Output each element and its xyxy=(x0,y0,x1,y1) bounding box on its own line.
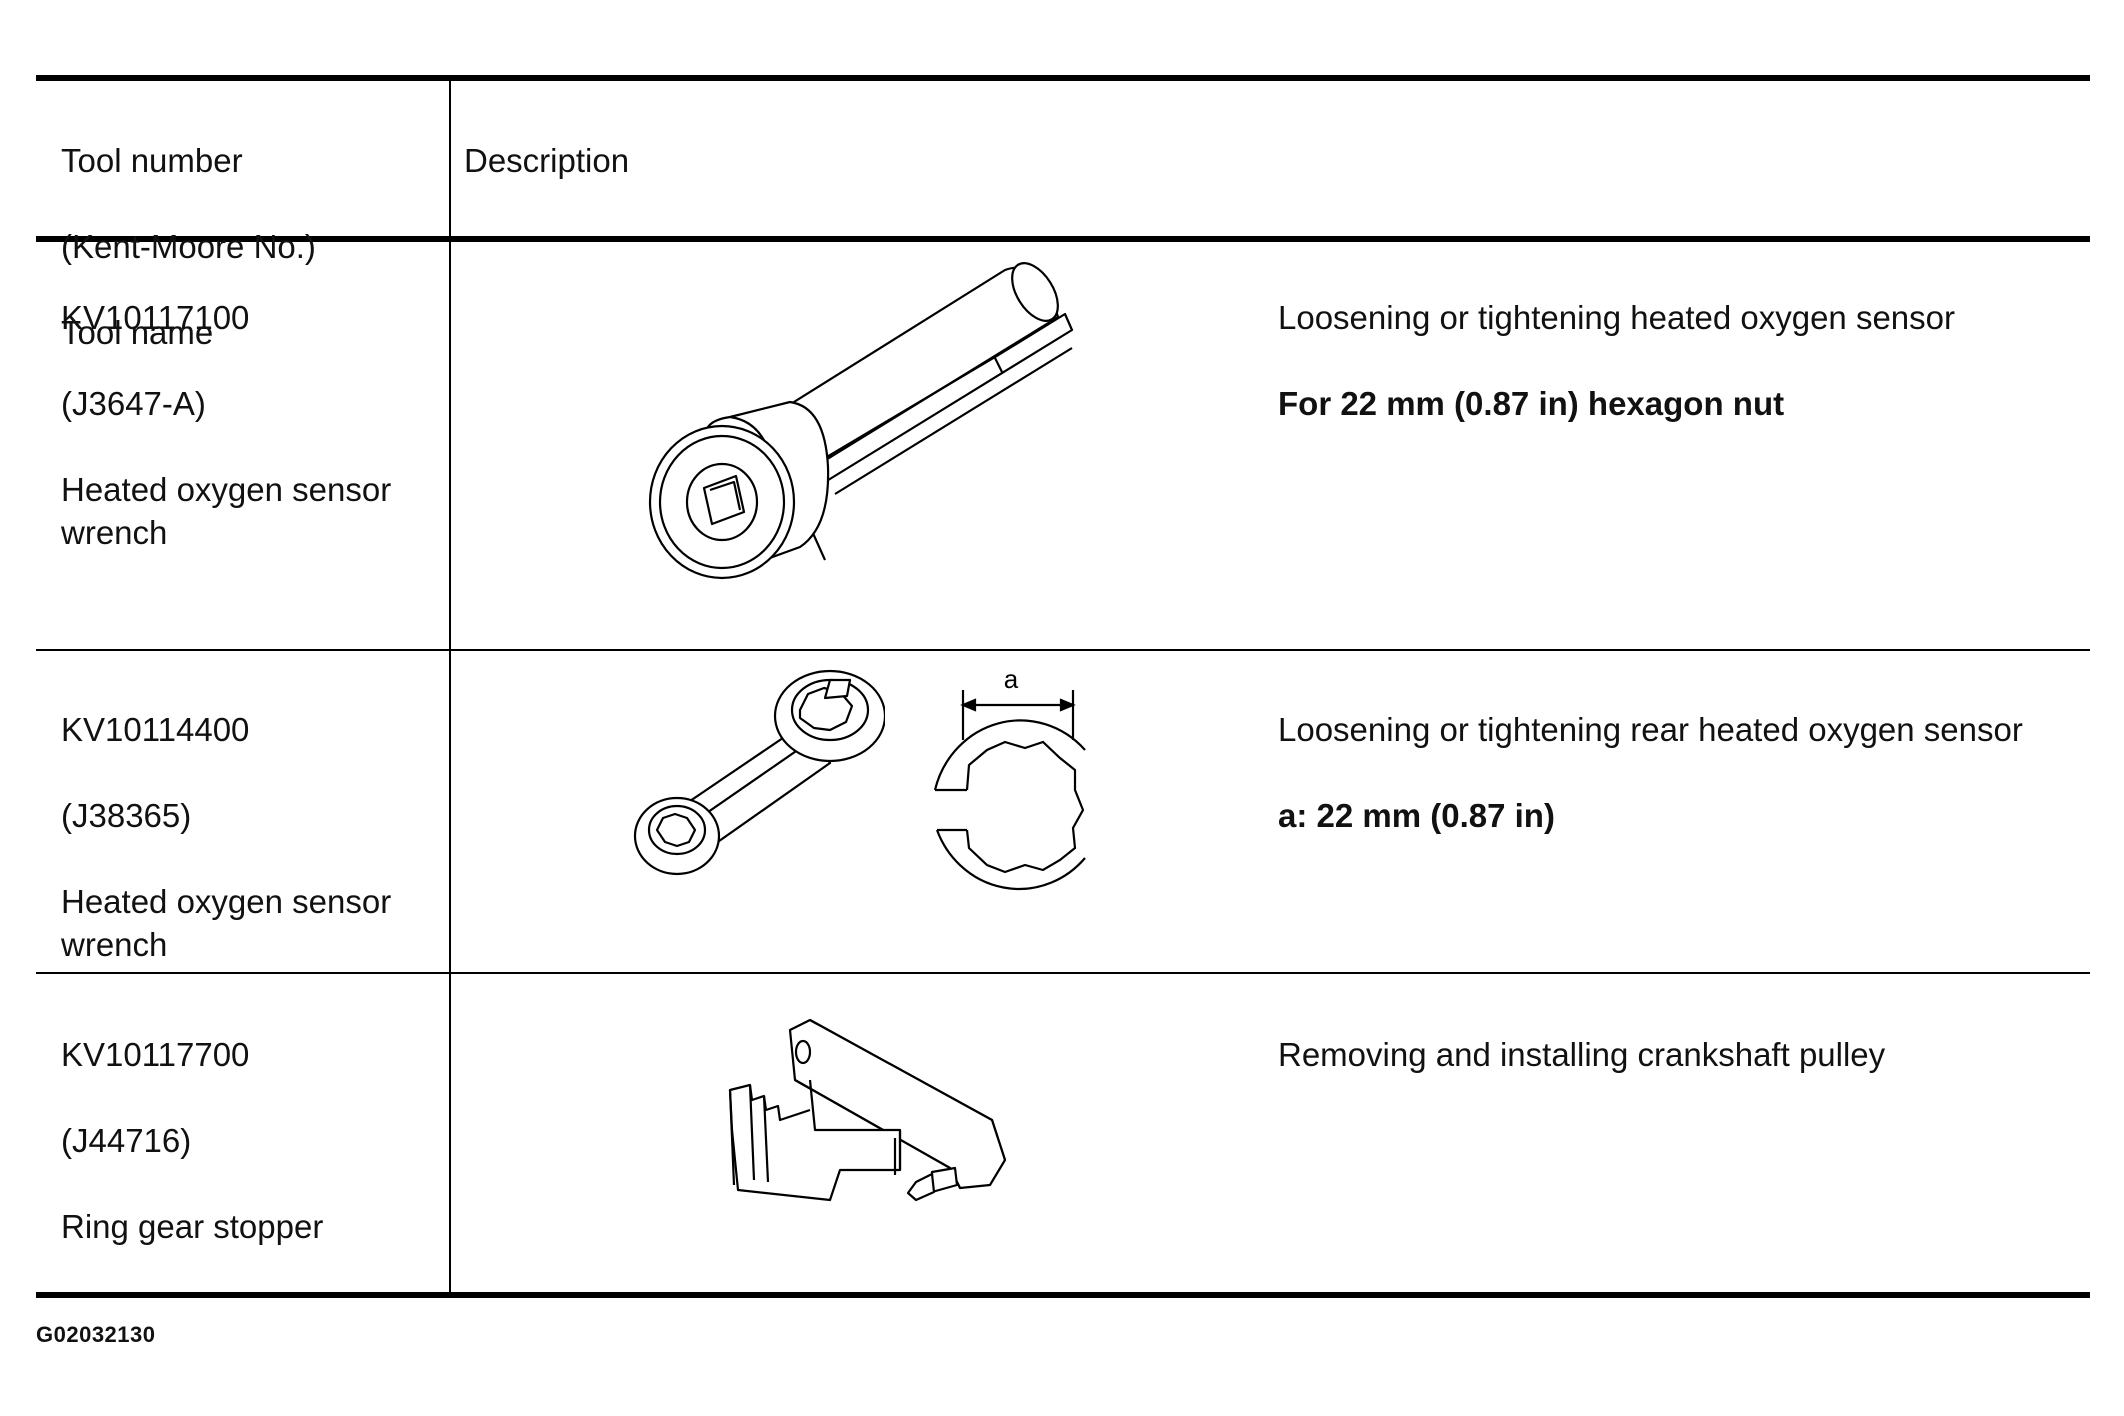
row-divider-1 xyxy=(36,649,2090,651)
header-tool-column: Tool number (Kent-Moore No.) Tool name xyxy=(61,96,441,397)
ring-gear-stopper-icon xyxy=(720,1010,1010,1220)
row-2-description-cell: Loosening or tightening rear heated oxyg… xyxy=(1278,665,2078,880)
twelve-point-opening-diagram: a xyxy=(925,670,1095,910)
figure-code: G02032130 xyxy=(36,1322,156,1347)
row-3-kent-moore: (J44716) xyxy=(61,1122,192,1159)
row-1-tool-name: Heated oxygen sensor wrench xyxy=(61,471,392,551)
row-2-kent-moore: (J38365) xyxy=(61,797,192,834)
flare-nut-wrench-icon xyxy=(625,668,885,898)
table-top-rule xyxy=(36,75,2090,81)
row-2-spec: a: 22 mm (0.87 in) xyxy=(1278,797,1555,834)
row-1-spec: For 22 mm (0.87 in) hexagon nut xyxy=(1278,385,1785,422)
header-tool-name: Tool name xyxy=(61,314,214,351)
row-1-tool-cell: KV10117100 (J3647-A) Heated oxygen senso… xyxy=(61,253,441,597)
row-1-tool-number: KV10117100 xyxy=(61,299,250,336)
row-2-tool-cell: KV10114400 (J38365) Heated oxygen sensor… xyxy=(61,665,441,1009)
table-bottom-rule xyxy=(36,1292,2090,1298)
header-kent-moore: (Kent-Moore No.) xyxy=(61,228,316,265)
row-1-description: Loosening or tightening heated oxygen se… xyxy=(1278,299,1955,336)
row-1-kent-moore: (J3647-A) xyxy=(61,385,206,422)
row-1-description-cell: Loosening or tightening heated oxygen se… xyxy=(1278,253,2078,468)
row-divider-2 xyxy=(36,972,2090,974)
header-tool-number: Tool number xyxy=(61,142,243,179)
header-description: Description xyxy=(464,142,630,179)
row-2-tool-number: KV10114400 xyxy=(61,711,250,748)
column-divider xyxy=(449,78,451,1298)
row-3-description: Removing and installing crankshaft pulle… xyxy=(1278,1036,1886,1073)
row-2-description: Loosening or tightening rear heated oxyg… xyxy=(1278,711,2023,748)
row-3-tool-cell: KV10117700 (J44716) Ring gear stopper xyxy=(61,990,441,1291)
header-bottom-rule xyxy=(36,236,2090,242)
row-3-tool-number: KV10117700 xyxy=(61,1036,250,1073)
row-3-description-cell: Removing and installing crankshaft pulle… xyxy=(1278,990,2078,1119)
row-2-tool-name: Heated oxygen sensor wrench xyxy=(61,883,392,963)
row-3-tool-name: Ring gear stopper xyxy=(61,1208,324,1245)
oxygen-sensor-socket-icon xyxy=(640,262,1080,582)
dimension-label: a xyxy=(1004,670,1019,694)
